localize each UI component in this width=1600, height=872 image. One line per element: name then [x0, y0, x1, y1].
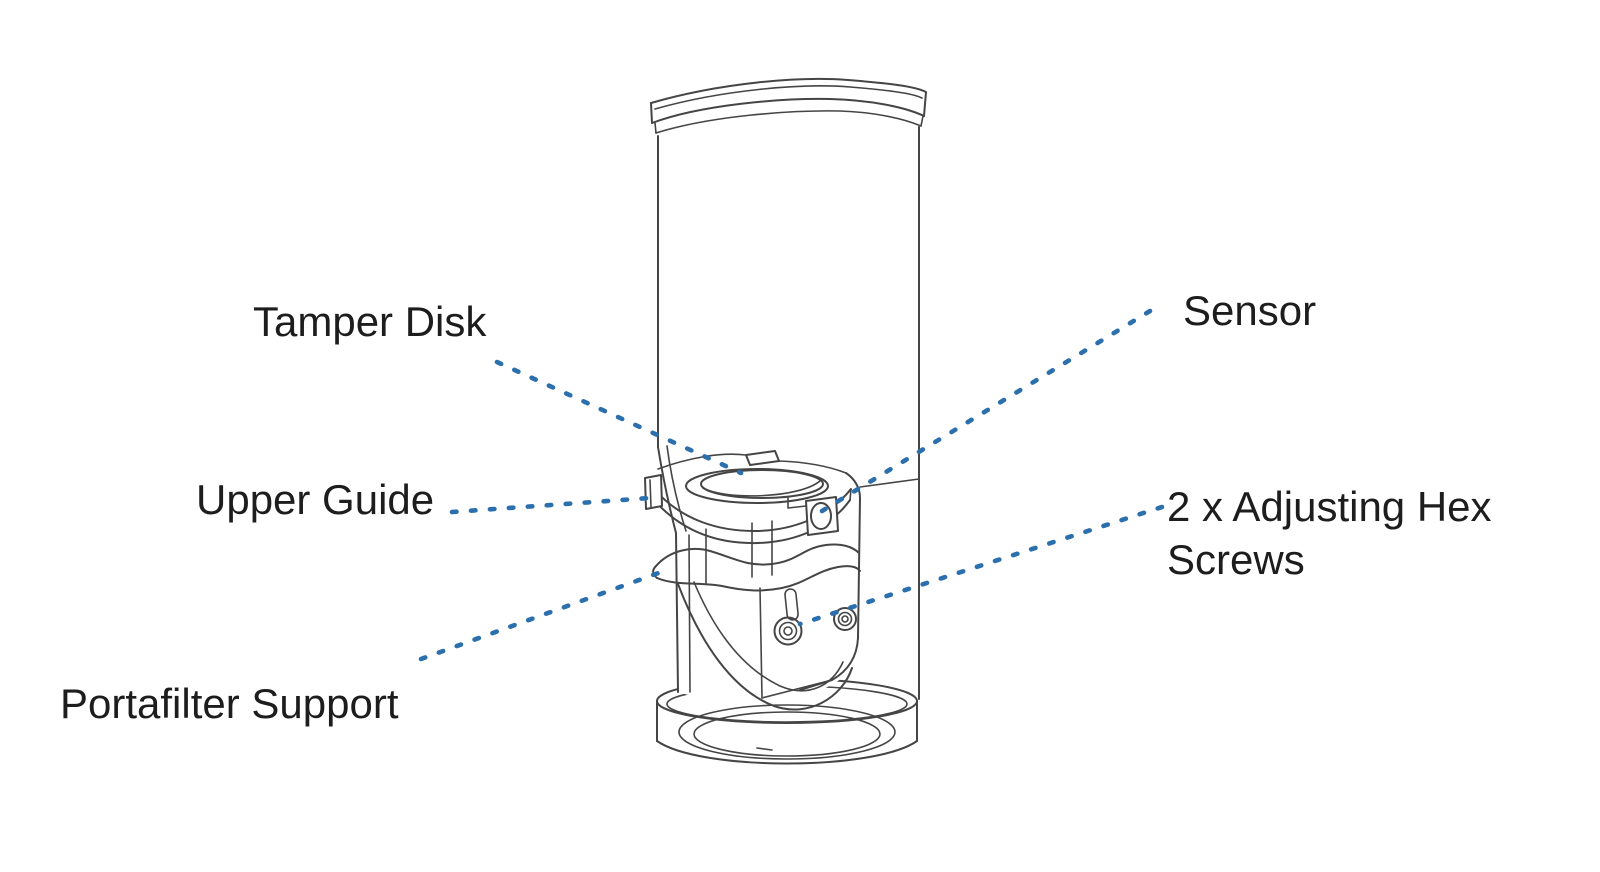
label-adjusting-screws: 2 x Adjusting Hex Screws: [1167, 483, 1492, 583]
leader-upper-guide: [449, 495, 653, 515]
device-body: [650, 77, 927, 700]
leader-sensor: [819, 308, 1153, 514]
adjustment-slot: [784, 588, 799, 621]
guide-left-ear: [644, 474, 663, 510]
leader-tamper-disk: [494, 359, 744, 476]
sensor-part: [805, 496, 839, 536]
leader-adjusting-screws: [797, 504, 1165, 627]
leader-lines: [418, 308, 1165, 662]
label-portafilter-support: Portafilter Support: [60, 680, 399, 727]
hex-screws-part: [759, 587, 857, 699]
mechanism-right-cover: [799, 472, 920, 691]
label-sensor: Sensor: [1183, 287, 1317, 334]
leader-portafilter-support: [418, 568, 667, 662]
tamper-disk-part: [700, 469, 824, 499]
tamper-mechanism: [644, 445, 920, 711]
label-tamper-disk: Tamper Disk: [253, 298, 487, 345]
label-upper-guide: Upper Guide: [196, 476, 435, 523]
